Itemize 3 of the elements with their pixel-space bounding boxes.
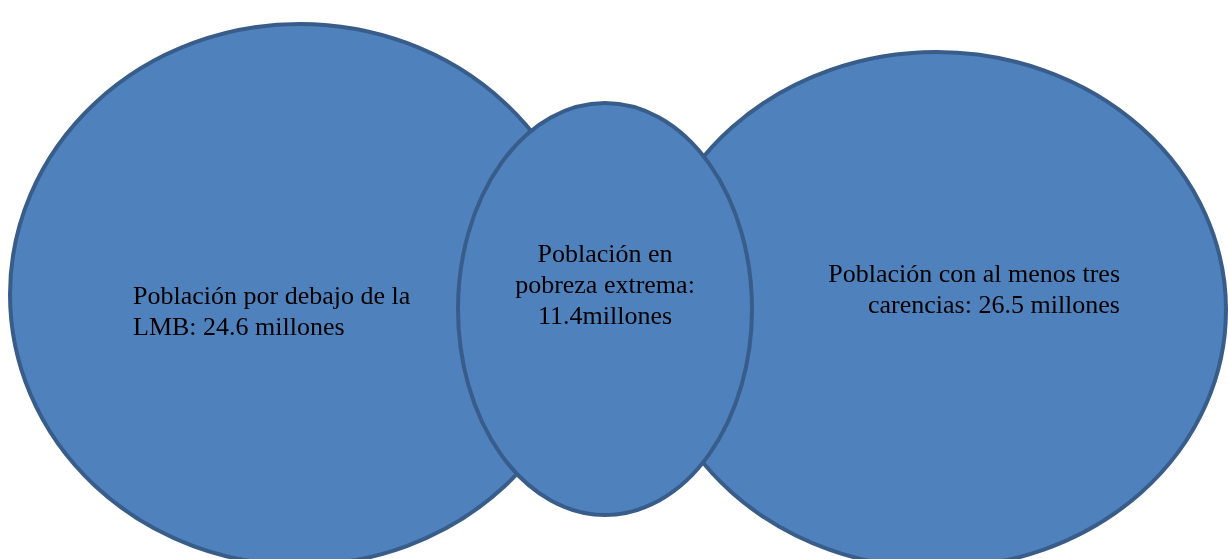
set-label: Población por debajo de la LMB: 24.6 millones bbox=[133, 280, 412, 342]
set-label: Población en pobreza extrema: 11.4millones bbox=[514, 238, 696, 331]
set-label: Población con al menos tres carencias: 26.5 millones bbox=[827, 258, 1120, 320]
